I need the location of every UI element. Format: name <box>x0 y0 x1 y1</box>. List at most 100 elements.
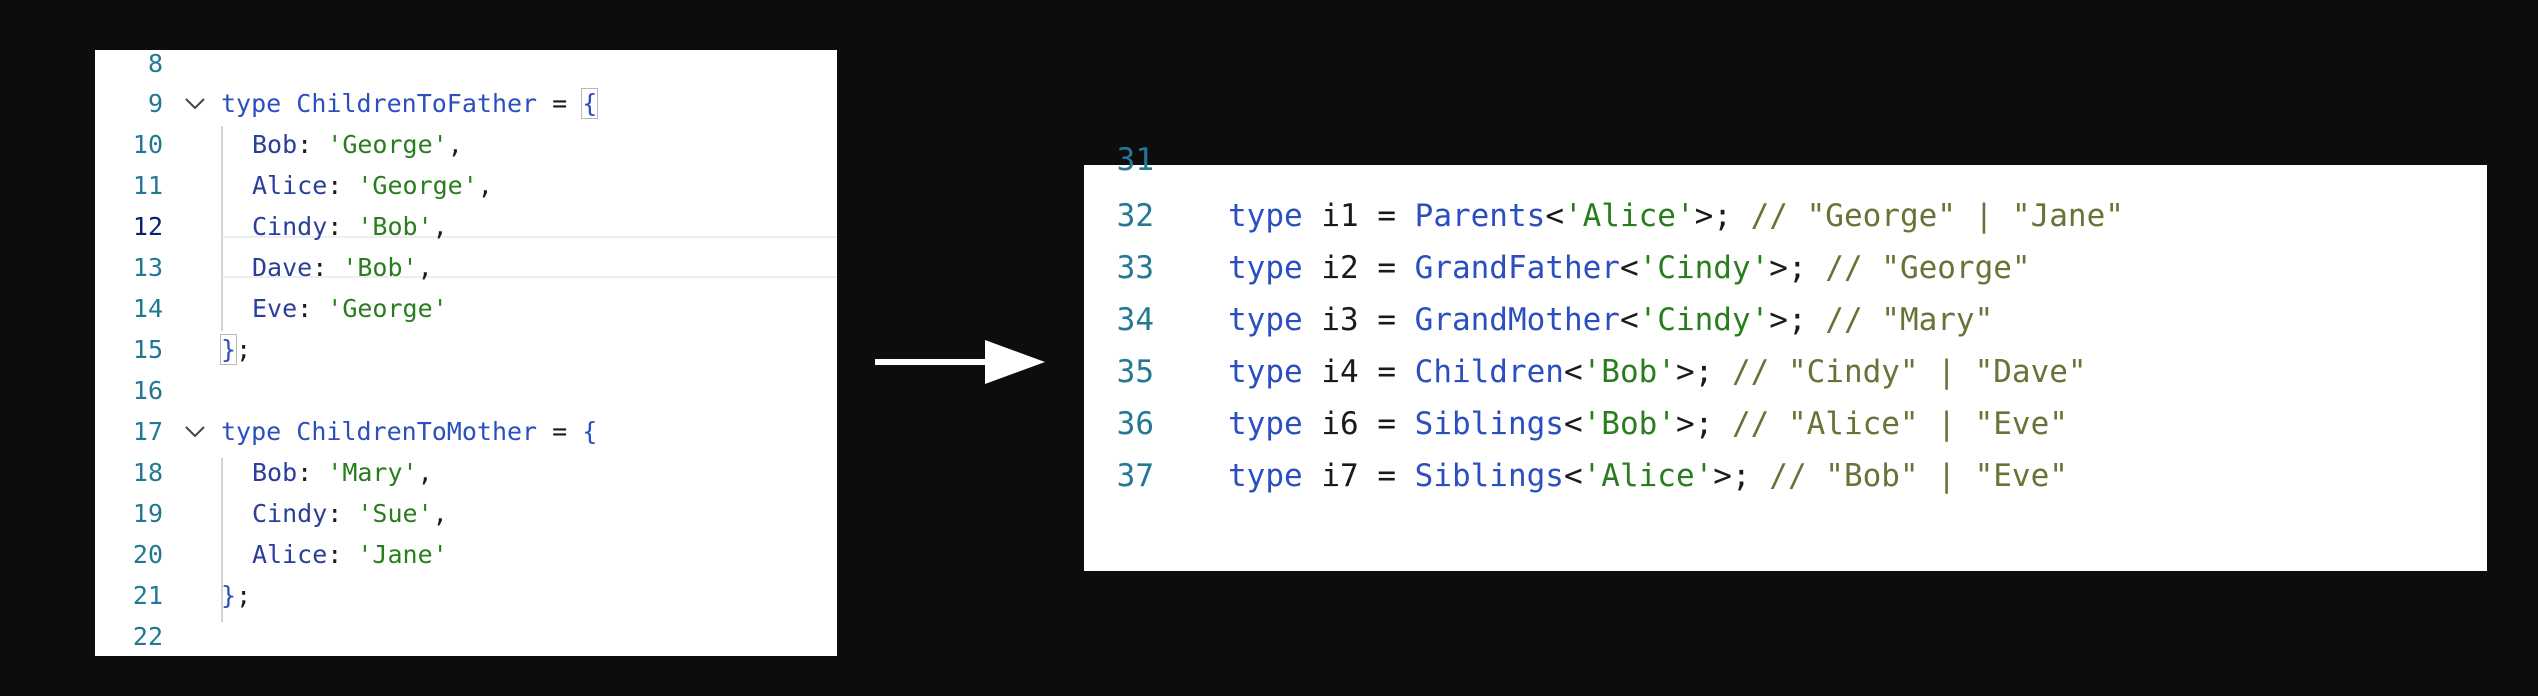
string-value: 'George' <box>357 171 478 200</box>
generic-type: Children <box>1414 354 1564 390</box>
comment: // "Cindy" | "Dave" <box>1713 354 2087 390</box>
code-line: 36 type i6 = Siblings<'Bob'>; // "Alice"… <box>1084 398 2487 450</box>
object-entry: Bob: 'George', <box>252 130 463 159</box>
line-number: 16 <box>132 376 163 405</box>
closing-brace: }; <box>219 334 252 365</box>
keyword: type <box>1228 458 1303 494</box>
property-key: Bob <box>252 458 298 487</box>
type-alias: type i4 = Children<'Bob'>; // "Cindy" | … <box>1228 346 2087 398</box>
code-line: 22 <box>95 616 837 657</box>
property-key: Dave <box>252 253 313 282</box>
property-key: Cindy <box>252 499 328 528</box>
line-number: 32 <box>1116 198 1154 234</box>
code-line: 18 Bob: 'Mary', <box>95 452 837 493</box>
punctuation: < <box>1619 250 1639 286</box>
right-code-editor[interactable]: 31 32 type i1 = Parents<'Alice'>; // "Ge… <box>1084 142 2487 571</box>
alias-name: i7 <box>1321 458 1359 494</box>
line-number: 14 <box>132 294 163 323</box>
type-declaration: type ChildrenToFather = { <box>221 83 599 124</box>
type-alias: type i7 = Siblings<'Alice'>; // "Bob" | … <box>1228 450 2068 502</box>
string-value: 'Sue' <box>357 499 433 528</box>
generic-type: Parents <box>1414 198 1546 234</box>
punctuation: >; <box>1675 354 1714 390</box>
string-arg: 'Cindy' <box>1638 250 1770 286</box>
operator: = <box>537 417 583 446</box>
punctuation: , <box>417 253 433 282</box>
keyword: type <box>1228 198 1303 234</box>
operator: = <box>1358 354 1415 390</box>
alias-name: i4 <box>1321 354 1359 390</box>
code-line: 11 Alice: 'George', <box>95 165 837 206</box>
string-value: 'George' <box>327 130 448 159</box>
object-entry: Cindy: 'Bob', <box>252 212 448 241</box>
alias-name: i3 <box>1321 302 1359 338</box>
operator: = <box>1358 302 1415 338</box>
punctuation: >; <box>1769 250 1807 286</box>
operator: = <box>1358 250 1415 286</box>
line-number: 8 <box>147 49 163 78</box>
punctuation: >; <box>1694 198 1732 234</box>
chevron-down-icon[interactable] <box>181 83 209 124</box>
comment: // "George" | "Jane" <box>1731 198 2124 234</box>
punctuation: , <box>417 458 433 487</box>
comment: // "George" <box>1806 250 2031 286</box>
punctuation: < <box>1563 406 1583 442</box>
property-key: Alice <box>252 171 328 200</box>
type-name: ChildrenToFather <box>296 89 538 118</box>
code-line: 8 <box>95 43 837 84</box>
line-number: 15 <box>132 335 163 364</box>
string-arg: 'Alice' <box>1582 458 1714 494</box>
punctuation: < <box>1563 354 1583 390</box>
punctuation: >; <box>1675 406 1714 442</box>
code-line: 20 Alice: 'Jane' <box>95 534 837 575</box>
punctuation: , <box>447 130 463 159</box>
punctuation: < <box>1563 458 1583 494</box>
code-line: 9 type ChildrenToFather = { <box>95 83 837 124</box>
chevron-down-icon[interactable] <box>181 411 209 452</box>
line-number: 13 <box>132 253 163 282</box>
property-key: Cindy <box>252 212 328 241</box>
code-line: 19 Cindy: 'Sue', <box>95 493 837 534</box>
property-key: Alice <box>252 540 328 569</box>
line-number: 11 <box>132 171 163 200</box>
left-code-editor[interactable]: 8 9 type ChildrenToFather = { 10 Bob: 'G… <box>95 49 837 657</box>
string-arg: 'Bob' <box>1582 354 1676 390</box>
string-arg: 'Alice' <box>1563 198 1695 234</box>
line-number: 31 <box>1116 142 1154 178</box>
line-number: 9 <box>147 89 163 118</box>
alias-name: i6 <box>1321 406 1359 442</box>
right-arrow-icon <box>875 340 1045 384</box>
closing-brace: }; <box>221 581 252 610</box>
object-entry: Dave: 'Bob', <box>252 253 433 282</box>
string-value: 'Mary' <box>327 458 418 487</box>
operator: = <box>537 89 583 118</box>
indent-guide <box>221 458 223 622</box>
string-arg: 'Cindy' <box>1638 302 1770 338</box>
code-line-active: 12 Cindy: 'Bob', <box>95 206 837 247</box>
close-brace: } <box>219 334 238 365</box>
keyword: type <box>1228 250 1303 286</box>
operator: = <box>1358 406 1415 442</box>
type-alias: type i3 = GrandMother<'Cindy'>; // "Mary… <box>1228 294 1993 346</box>
line-number: 22 <box>132 622 163 651</box>
type-declaration: type ChildrenToMother = { <box>221 411 597 452</box>
generic-type: Siblings <box>1414 406 1564 442</box>
line-number: 34 <box>1116 302 1154 338</box>
code-line: 16 <box>95 370 837 411</box>
string-arg: 'Bob' <box>1582 406 1676 442</box>
keyword: type <box>221 89 282 118</box>
code-line: 37 type i7 = Siblings<'Alice'>; // "Bob"… <box>1084 450 2487 502</box>
current-line-highlight <box>221 236 837 278</box>
code-line: 17 type ChildrenToMother = { <box>95 411 837 452</box>
keyword: type <box>1228 302 1303 338</box>
string-value: 'George' <box>327 294 448 323</box>
keyword: type <box>1228 406 1303 442</box>
generic-type: GrandFather <box>1414 250 1620 286</box>
code-line: 32 type i1 = Parents<'Alice'>; // "Georg… <box>1084 190 2487 242</box>
line-number: 18 <box>132 458 163 487</box>
alias-name: i1 <box>1321 198 1359 234</box>
code-line: 15 }; <box>95 329 837 370</box>
comment: // "Mary" <box>1806 302 1994 338</box>
object-entry: Alice: 'Jane' <box>252 540 448 569</box>
operator: = <box>1358 458 1415 494</box>
